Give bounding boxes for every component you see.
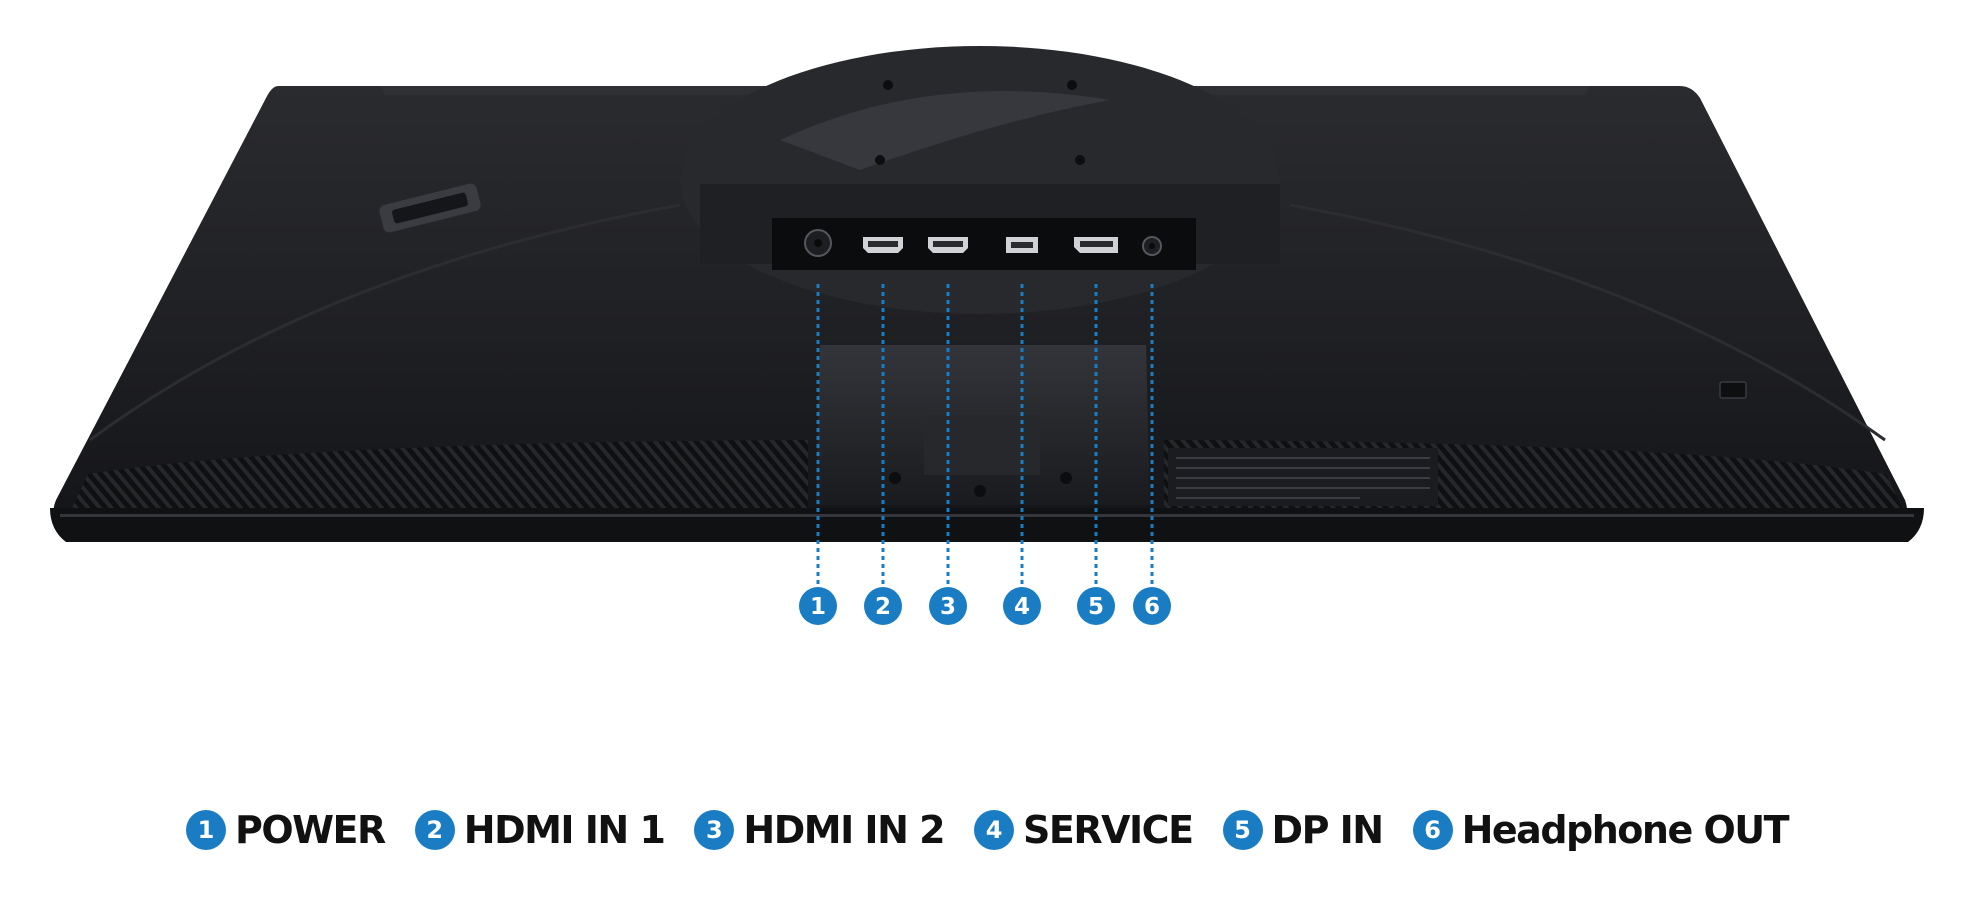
legend-item-headphone-out: 6 Headphone OUT: [1412, 808, 1790, 852]
legend-badge: 1: [185, 810, 226, 850]
callout-badge-3: 3: [929, 587, 967, 625]
legend-badge: 6: [1412, 810, 1453, 850]
legend-item-hdmi-in-1: 2 HDMI IN 1: [414, 808, 666, 852]
stand-mount-hub: [680, 46, 1280, 314]
callout-number-2: 2: [875, 594, 891, 620]
port-bay: [772, 218, 1196, 270]
legend-item-hdmi-in-2: 3 HDMI IN 2: [694, 808, 946, 852]
legend-label: Headphone OUT: [1461, 808, 1790, 852]
monitor-bottom-highlight: [60, 514, 1914, 517]
hdmi-port-1-icon: [863, 237, 903, 253]
stand-screw-left: [889, 472, 901, 484]
panel-crease-right: [1289, 203, 1886, 442]
callout-number-5: 5: [1088, 594, 1104, 620]
headphone-jack-icon: [1142, 236, 1162, 256]
callout-badge-5: 5: [1077, 587, 1115, 625]
legend-label: SERVICE: [1023, 808, 1194, 852]
legend-badge: 5: [1222, 810, 1263, 850]
monitor-bottom-edge: [50, 508, 1924, 542]
panel-crease-left: [89, 203, 681, 442]
callout-badge-1: 1: [799, 587, 837, 625]
vesa-screw-3: [875, 155, 885, 165]
callout-badge-2: 2: [864, 587, 902, 625]
legend-badge: 2: [414, 810, 455, 850]
power-port-icon: [804, 229, 832, 257]
vesa-screw-1: [883, 80, 893, 90]
usb-port-icon: [1006, 237, 1038, 253]
port-legend: 1 POWER 2 HDMI IN 1 3 HDMI IN 2 4 SERVIC…: [0, 802, 1974, 858]
legend-label: POWER: [234, 808, 386, 852]
legend-badge: 4: [974, 810, 1015, 850]
legend-label: HDMI IN 1: [463, 808, 666, 852]
stand-screw-center: [974, 485, 986, 497]
legend-label: DP IN: [1271, 808, 1385, 852]
vesa-screw-4: [1075, 155, 1085, 165]
callout-number-6: 6: [1144, 594, 1160, 620]
callout-number-3: 3: [940, 594, 956, 620]
callout-number-1: 1: [810, 594, 826, 620]
legend-item-power: 1 POWER: [185, 808, 386, 852]
callout-badge-6: 6: [1133, 587, 1171, 625]
vesa-screw-2: [1067, 80, 1077, 90]
legend-badge: 3: [694, 810, 735, 850]
callout-badge-4: 4: [1003, 587, 1041, 625]
displayport-icon: [1074, 237, 1118, 253]
stand-screw-right: [1060, 472, 1072, 484]
vent-grille-left: [70, 440, 808, 512]
odyssey-logo-icon: [379, 183, 481, 233]
legend-item-service: 4 SERVICE: [974, 808, 1194, 852]
callout-number-4: 4: [1014, 594, 1030, 620]
hdmi-port-2-icon: [928, 237, 968, 253]
kensington-lock-icon: [1719, 381, 1747, 399]
hub-shine: [780, 91, 1110, 170]
legend-item-dp-in: 5 DP IN: [1222, 808, 1385, 852]
legend-label: HDMI IN 2: [743, 808, 945, 852]
